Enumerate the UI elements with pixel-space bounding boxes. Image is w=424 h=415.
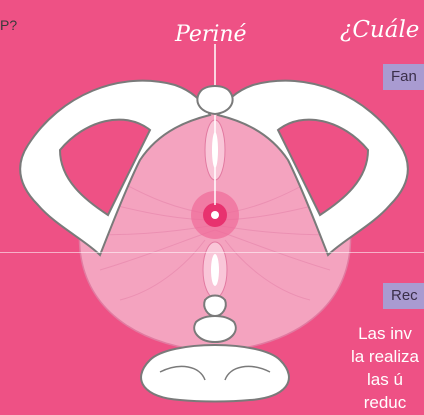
divider-line xyxy=(0,252,424,253)
body-line: las ú xyxy=(330,368,424,391)
bottom-tag-label: Rec xyxy=(383,283,424,309)
corner-question-text: P? xyxy=(0,17,17,33)
perine-title: Periné xyxy=(175,22,247,47)
pubic-bone xyxy=(197,86,232,114)
body-line: la realiza xyxy=(330,345,424,368)
top-tag-label: Fan xyxy=(383,64,424,90)
body-line: Las inv xyxy=(330,322,424,345)
cuales-title: ¿Cuále xyxy=(340,17,419,43)
body-paragraph: Las inv la realiza las ú reduc xyxy=(330,322,424,414)
body-line: reduc xyxy=(330,391,424,414)
